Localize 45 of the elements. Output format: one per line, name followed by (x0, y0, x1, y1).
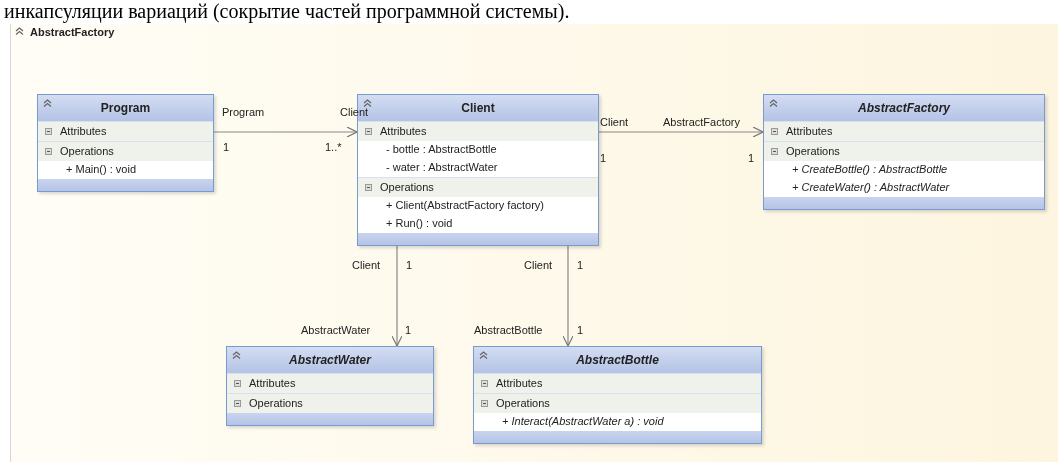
section-label: Operations (249, 397, 303, 409)
association-end-label: Client (352, 259, 381, 271)
section-label: Attributes (249, 377, 296, 389)
section-label: Operations (496, 397, 550, 409)
class-name: AbstractWater (289, 353, 371, 367)
section-label: Operations (786, 145, 840, 157)
member-text: + Client(AbstractFactory factory) (386, 199, 545, 211)
association-end-label: AbstractBottle (474, 324, 543, 336)
association-end-label: Client (524, 259, 553, 271)
association-end-label: AbstractFactory (663, 116, 741, 128)
member-text: + Run() : void (386, 217, 453, 229)
association-end-label: 1 (577, 324, 584, 336)
association-end-label: 1 (406, 259, 413, 271)
association-end-label: 1 (405, 324, 412, 336)
section-label: Attributes (786, 125, 833, 137)
class-name: AbstractFactory (858, 101, 950, 115)
class-box (37, 94, 214, 192)
member-text: + Main() : void (66, 163, 136, 175)
association-end-label: 1 (577, 259, 584, 271)
association-arrow (213, 126, 358, 138)
member-text: + Interact(AbstractWater a) : void (502, 415, 664, 427)
section-label: Operations (380, 181, 434, 193)
section-label: Operations (60, 145, 114, 157)
association-end-label: 1..* (325, 141, 342, 153)
section-label: Attributes (60, 125, 107, 137)
member-text: - water : AbstractWater (386, 161, 498, 173)
association-end-label: AbstractWater (301, 324, 371, 336)
association-arrow (562, 245, 574, 347)
class-box (473, 346, 762, 444)
section-label: Attributes (380, 125, 427, 137)
section-label: Attributes (496, 377, 543, 389)
association-arrow (598, 126, 764, 138)
class-name: Client (461, 101, 495, 115)
member-text: + CreateBottle() : AbstractBottle (792, 163, 948, 175)
page-text: инкапсуляции вариаций (сокрытие частей программной системы). (4, 0, 570, 23)
class-box (226, 346, 434, 426)
member-text: - bottle : AbstractBottle (386, 143, 497, 155)
member-text: + CreateWater() : AbstractWater (792, 181, 950, 193)
class-box (763, 94, 1045, 210)
class-name: AbstractBottle (576, 353, 659, 367)
association-end-label: 1 (223, 141, 230, 153)
association-arrow (391, 245, 403, 347)
association-end-label: Client (600, 116, 629, 128)
class-name: Program (100, 101, 151, 115)
diagram-title: AbstractFactory (30, 26, 115, 38)
